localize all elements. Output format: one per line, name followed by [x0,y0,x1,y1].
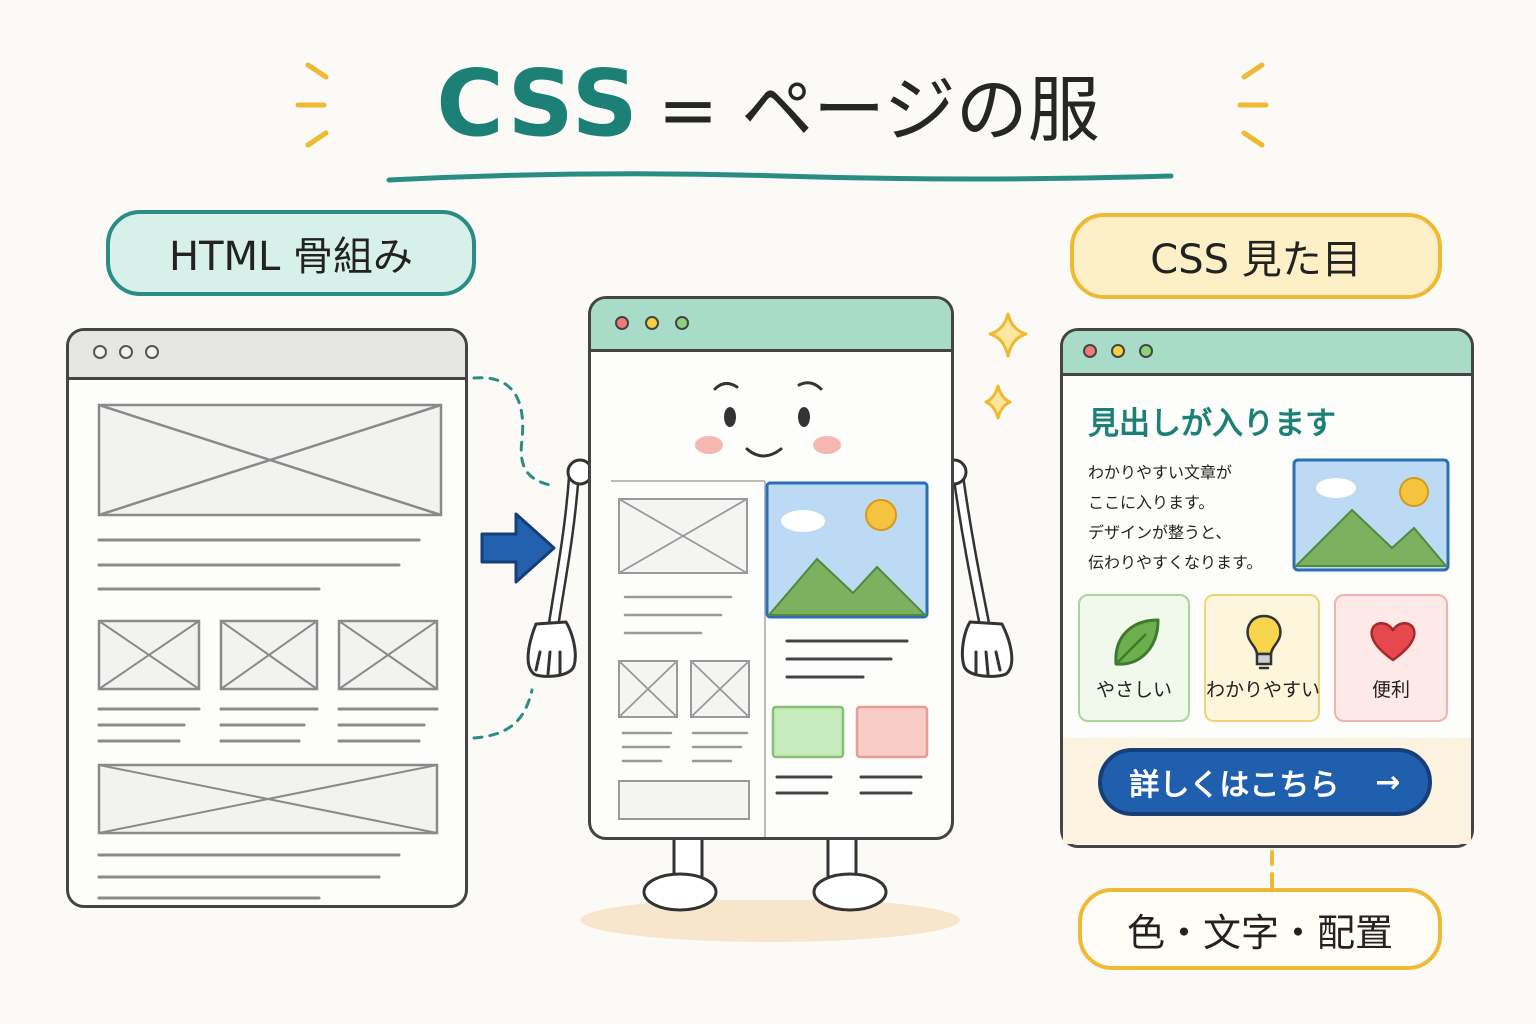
sparkle-icon [984,312,1028,420]
character-right-arm [940,458,1014,678]
dashed-connector [472,376,552,740]
window-maximize-dot-icon [1139,344,1153,358]
title-rest: = ページの服 [657,68,1100,152]
css-window-titlebar [1063,331,1471,376]
character-left-arm [526,458,594,678]
window-close-dot-icon [1083,344,1097,358]
character-legs [642,836,888,912]
character-page-content [611,381,929,837]
title-underline [386,171,1174,183]
css-appearance-label: CSS 見た目 [1070,213,1442,299]
arrow-right-icon: → [1375,764,1401,800]
button-label: 詳しくはこちら [1129,768,1340,803]
card-label: 便利 [1371,679,1410,701]
feature-card-gentle: やさしい [1078,594,1190,722]
html-skeleton-label: HTML 骨組み [106,210,476,296]
character-window-titlebar [591,299,951,352]
title-sparkle-left-icon [295,62,329,148]
window-close-dot-icon [615,316,629,330]
feature-card-useful: 便利 [1334,594,1448,722]
paragraph-line: 伝わりやすくなります。 [1088,553,1263,572]
card-label: やさしい [1095,679,1172,701]
window-minimize-dot-icon [1111,344,1125,358]
window-dot-icon [119,345,133,359]
feature-card-clear: わかりやすい [1204,594,1320,722]
page-title: CSS= ページの服 [0,50,1536,160]
css-properties-label: 色・文字・配置 [1078,888,1442,970]
sample-paragraph: わかりやすい文章が ここに入ります。 デザインが整うと、 伝わりやすくなります。 [1088,458,1288,578]
window-minimize-dot-icon [645,316,659,330]
window-maximize-dot-icon [675,316,689,330]
window-dot-icon [93,345,107,359]
html-wireframe-content [97,403,443,900]
card-label: わかりやすい [1206,679,1321,701]
landscape-image-icon [1292,458,1450,572]
sample-heading: 見出しが入ります [1088,406,1336,442]
lightbulb-icon [1246,614,1282,670]
transform-arrow-icon [480,512,556,584]
html-window-titlebar [69,331,465,380]
properties-connector [1270,850,1274,890]
character-browser-window [588,296,954,840]
title-sparkle-right-icon [1237,62,1269,148]
heart-icon [1370,622,1416,662]
learn-more-button[interactable]: 詳しくはこちら → [1098,748,1432,816]
html-wireframe-window [66,328,468,908]
leaf-icon [1114,618,1160,666]
paragraph-line: デザインが整うと、 [1088,523,1232,542]
title-css-word: CSS [436,50,640,157]
window-dot-icon [145,345,159,359]
paragraph-line: ここに入ります。 [1088,493,1215,512]
paragraph-line: わかりやすい文章が [1088,463,1233,482]
